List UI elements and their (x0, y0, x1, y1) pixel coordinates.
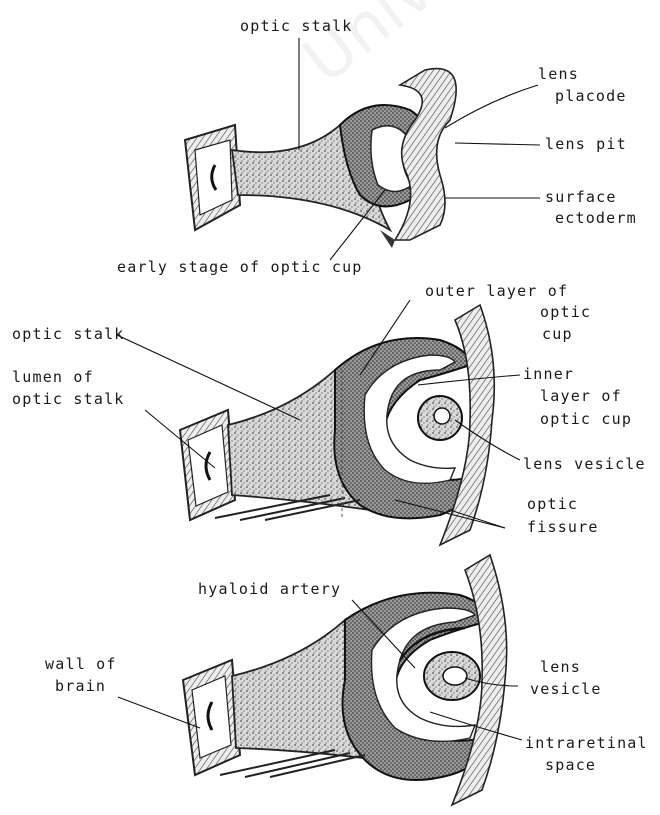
label-outer-layer-line2: optic (540, 303, 591, 322)
label-lens-vesicle-3-line1: lens (540, 658, 581, 677)
diagram-early-optic-cup (185, 69, 456, 248)
label-hyaloid-artery: hyaloid artery (198, 580, 341, 599)
label-lens-placode-line1: lens (538, 65, 579, 84)
label-lens-placode-line2: placode (555, 87, 627, 106)
label-surface-ectoderm-line1: surface (545, 188, 617, 207)
label-optic-stalk-1: optic stalk (240, 17, 353, 36)
label-optic-stalk-2: optic stalk (12, 325, 125, 344)
label-optic-fissure-line2: fissure (527, 518, 599, 537)
diagram-optic-cup (180, 305, 494, 545)
label-lens-vesicle-3-line2: vesicle (530, 680, 602, 699)
label-outer-layer-line3: cup (542, 325, 573, 344)
label-inner-layer-line2: layer of (540, 387, 622, 406)
label-wall-of-brain-line2: brain (55, 677, 106, 696)
surface-ectoderm-shape (395, 69, 456, 240)
label-surface-ectoderm-line2: ectoderm (555, 209, 637, 228)
label-lumen-line1: lumen of (12, 368, 94, 387)
label-intraretinal-line1: intraretinal (525, 734, 648, 753)
label-lens-pit: lens pit (545, 135, 627, 154)
label-wall-of-brain-line1: wall of (45, 655, 117, 674)
label-early-optic-cup: early stage of optic cup (117, 258, 363, 277)
label-outer-layer-line1: outer layer of (425, 282, 568, 301)
label-lumen-line2: optic stalk (12, 390, 125, 409)
label-inner-layer-line3: optic cup (540, 410, 632, 429)
label-inner-layer-line1: inner (523, 365, 574, 384)
label-lens-vesicle-2: lens vesicle (523, 455, 646, 474)
label-intraretinal-line2: space (545, 756, 596, 775)
label-optic-fissure-line1: optic (527, 495, 578, 514)
